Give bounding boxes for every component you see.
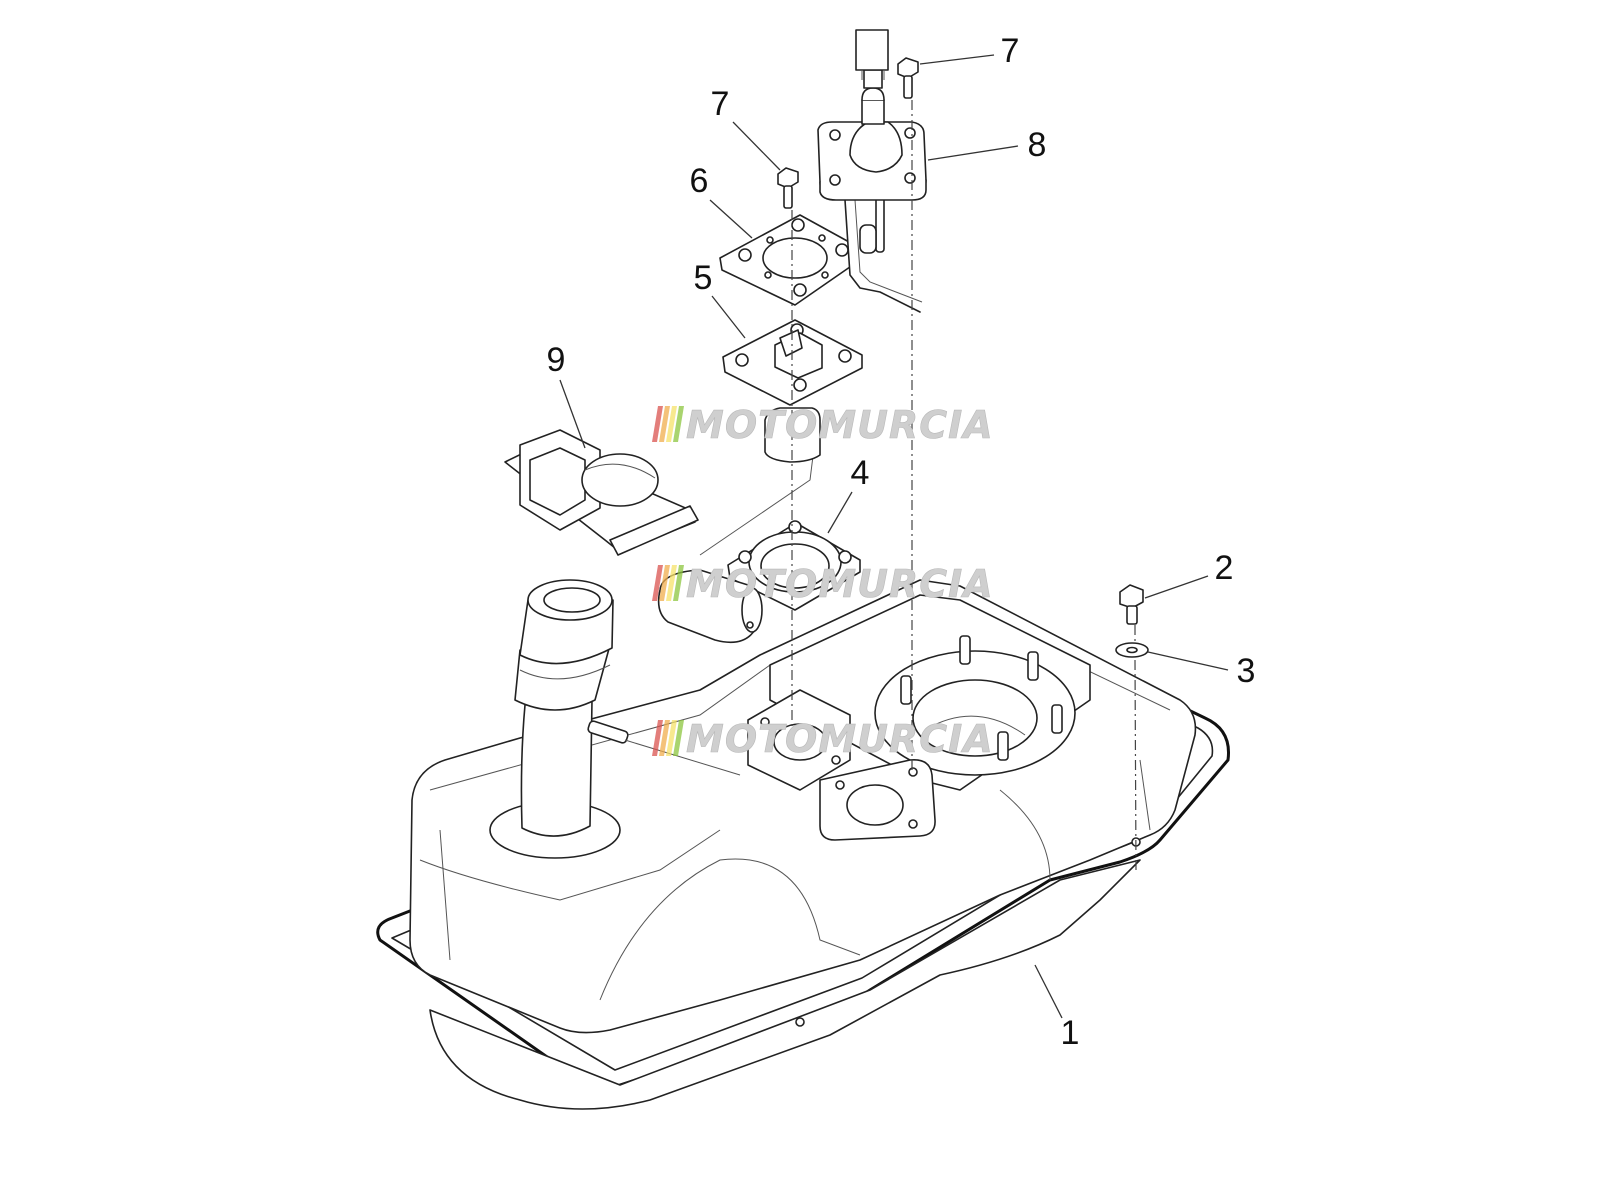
callout-4: 4 bbox=[827, 454, 870, 534]
watermark-stripe bbox=[652, 565, 663, 601]
callout-9: 9 bbox=[547, 341, 586, 449]
watermark-stripe bbox=[659, 720, 670, 756]
fuel-pump-unit bbox=[817, 29, 927, 313]
watermark-text: MOTOMURCIA bbox=[686, 717, 994, 761]
gasket-plate bbox=[719, 214, 861, 306]
washer-3 bbox=[1115, 642, 1149, 658]
svg-text:5: 5 bbox=[694, 259, 713, 297]
watermark-stripe bbox=[673, 565, 684, 601]
svg-text:4: 4 bbox=[851, 454, 870, 492]
callout-8: 8 bbox=[927, 126, 1047, 164]
watermark-stripe bbox=[673, 406, 684, 442]
tank-breather-nipple bbox=[587, 720, 741, 776]
screw-2 bbox=[1119, 584, 1144, 625]
callout-5: 5 bbox=[694, 259, 746, 339]
fuel-level-float bbox=[657, 439, 816, 644]
watermark-logo-stripes bbox=[652, 720, 684, 756]
pump-seat-ring bbox=[727, 520, 861, 611]
svg-text:6: 6 bbox=[690, 162, 709, 200]
callout-7-upper: 7 bbox=[919, 32, 1020, 70]
watermark-stripe bbox=[666, 406, 677, 442]
svg-text:7: 7 bbox=[1001, 32, 1020, 70]
tank-lower-body bbox=[429, 859, 1141, 1110]
fuel-tank bbox=[376, 579, 1231, 1110]
watermark-logo-stripes bbox=[652, 406, 684, 442]
watermark-stripe bbox=[666, 565, 677, 601]
svg-text:1: 1 bbox=[1061, 1014, 1080, 1052]
svg-text:7: 7 bbox=[711, 85, 730, 123]
watermark: MOTOMURCIA bbox=[652, 562, 994, 606]
watermark: MOTOMURCIA bbox=[652, 403, 994, 447]
watermark-stripe bbox=[652, 406, 663, 442]
filler-cover bbox=[504, 429, 699, 556]
screw-7-left bbox=[777, 167, 799, 209]
watermark-stripe bbox=[659, 406, 670, 442]
watermark-text: MOTOMURCIA bbox=[686, 562, 994, 606]
watermark-stripe bbox=[673, 720, 684, 756]
svg-text:8: 8 bbox=[1028, 126, 1047, 164]
svg-text:3: 3 bbox=[1237, 652, 1256, 690]
callout-7-left: 7 bbox=[711, 85, 781, 171]
watermark-stripe bbox=[659, 565, 670, 601]
watermark-stripe bbox=[652, 720, 663, 756]
svg-text:9: 9 bbox=[547, 341, 566, 379]
watermark-text: MOTOMURCIA bbox=[686, 403, 994, 447]
assembly-axes bbox=[791, 100, 1137, 871]
tank-mount-hole bbox=[795, 1017, 805, 1027]
screw-7-upper bbox=[897, 57, 919, 99]
tank-studs bbox=[900, 635, 1063, 761]
callout-3: 3 bbox=[1147, 651, 1256, 690]
watermark-logo-stripes bbox=[652, 565, 684, 601]
callout-6: 6 bbox=[690, 162, 753, 239]
callout-2: 2 bbox=[1144, 549, 1234, 599]
tank-filler-neck bbox=[489, 579, 621, 859]
callout-1: 1 bbox=[1034, 964, 1080, 1052]
watermark-stripe bbox=[666, 720, 677, 756]
watermark: MOTOMURCIA bbox=[652, 717, 994, 761]
svg-text:2: 2 bbox=[1215, 549, 1234, 587]
